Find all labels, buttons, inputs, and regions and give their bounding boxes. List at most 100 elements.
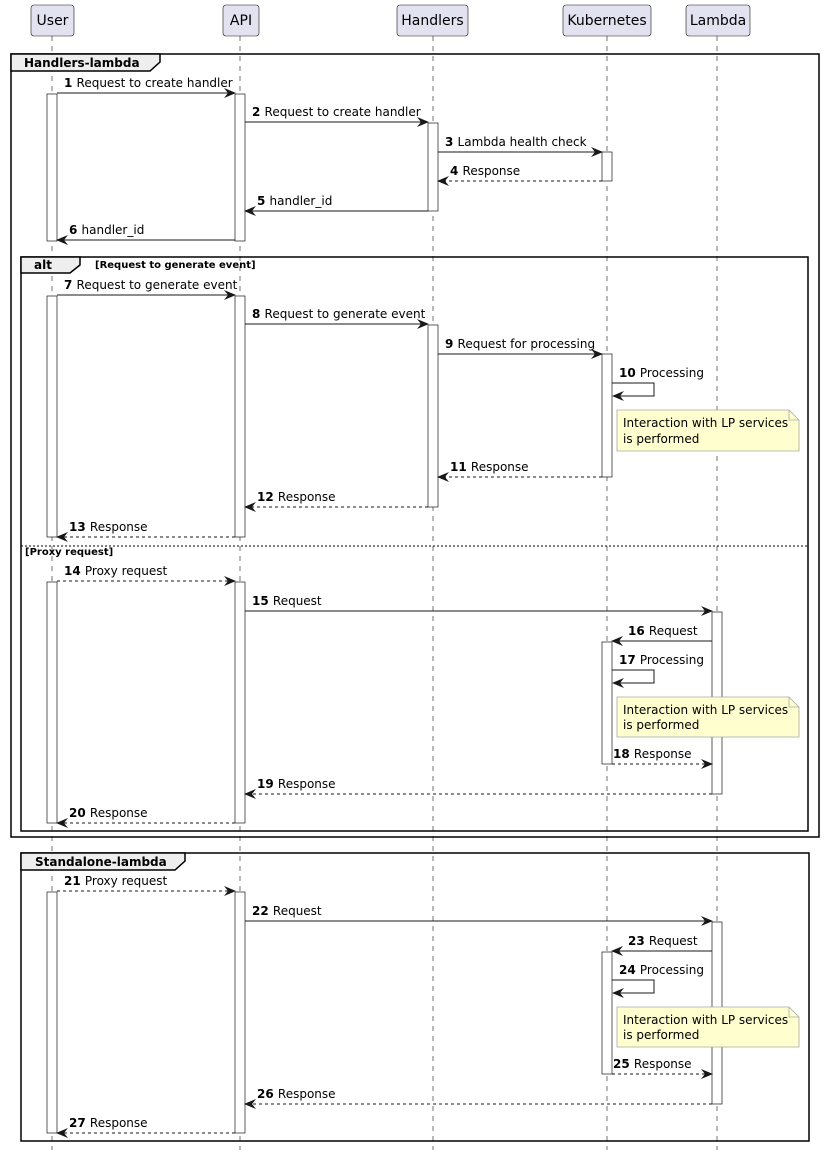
message-2: 2 Request to create handler [245,105,429,127]
note: Interaction with LP services is performe… [616,1006,800,1048]
message-label: 6 handler_id [69,223,144,237]
message-number: 14 [64,564,85,578]
message-text: Request [649,624,698,638]
message-arrow [612,669,655,688]
activation-user [46,93,58,242]
message-9: 9 Request for processing [438,337,603,359]
message-text: Request [273,594,322,608]
message-number: 15 [252,594,273,608]
message-3: 3 Lambda health check [438,135,603,157]
alt-guard-2: [Proxy request] [25,547,113,558]
activation-user [46,581,58,824]
message-1: 1 Request to create handler [57,76,236,98]
message-text: Lambda health check [458,135,587,149]
message-text: Response [471,460,529,474]
message-number: 25 [613,1057,634,1071]
message-number: 9 [445,337,458,351]
message-label: 16 Request [628,624,698,638]
message-number: 17 [619,653,640,667]
message-25: 25 Response [612,1057,713,1079]
message-label: 5 handler_id [257,194,332,208]
message-label: 23 Request [628,934,698,948]
message-26: 26 Response [244,1087,712,1109]
participant-handlers[interactable]: Handlers [396,4,469,37]
message-text: Response [278,777,336,791]
message-label: 20 Response [69,806,148,820]
message-6: 6 handler_id [56,223,235,245]
message-14: 14 Proxy request [57,564,236,586]
activation-kubernetes [601,151,613,182]
participant-api-label: API [230,13,252,29]
message-label: 10 Processing [619,366,704,380]
message-label: 13 Response [69,520,148,534]
message-label: 21 Proxy request [64,874,167,888]
activation-api [234,93,246,242]
message-text: Request [649,934,698,948]
message-label: 25 Response [613,1057,692,1071]
message-label: 1 Request to create handler [64,76,233,90]
note-line: is performed [623,718,699,732]
message-label: 3 Lambda health check [445,135,587,149]
message-label: 2 Request to create handler [252,105,421,119]
message-text: handler_id [270,194,333,208]
message-text: Request to create handler [265,105,421,119]
message-20: 20 Response [56,806,235,828]
note-line: Interaction with LP services [623,1013,788,1027]
message-text: Request to generate event [265,307,426,321]
message-label: 8 Request to generate event [252,307,426,321]
activation-api [234,891,246,1134]
message-number: 21 [64,874,85,888]
participant-api[interactable]: API [222,4,260,37]
message-24: 24 Processing [612,963,704,998]
message-text: Response [634,747,692,761]
participant-user[interactable]: User [30,4,75,37]
message-13: 13 Response [56,520,235,542]
notes: Interaction with LP services is performe… [616,409,800,1048]
frames: Handlers-lambda alt [Request to generate… [10,53,820,1142]
message-label: 19 Response [257,777,336,791]
message-12: 12 Response [244,490,428,512]
participant-kubernetes[interactable]: Kubernetes [562,4,652,37]
message-number: 16 [628,624,649,638]
participant-user-label: User [37,13,69,29]
message-number: 18 [613,747,634,761]
note-line: is performed [623,432,699,446]
message-21: 21 Proxy request [57,874,236,896]
message-text: Response [90,520,148,534]
message-number: 12 [257,490,278,504]
message-4: 4 Response [437,164,602,186]
message-label: 7 Request to generate event [64,278,238,292]
message-text: Response [278,490,336,504]
message-number: 22 [252,904,273,918]
message-text: Processing [640,653,704,667]
participant-handlers-label: Handlers [401,13,463,29]
message-11: 11 Response [437,460,602,482]
message-text: Request to create handler [77,76,233,90]
message-10: 10 Processing [612,366,704,401]
lifelines [51,36,718,1150]
note: Interaction with LP services is performe… [616,696,800,738]
message-18: 18 Response [612,747,713,769]
message-5: 5 handler_id [244,194,428,216]
message-label: 24 Processing [619,963,704,977]
message-number: 1 [64,76,77,90]
participants: User API Handlers Kubernetes Lambda [30,4,751,37]
activation-kubernetes [601,641,613,765]
frame-handlers-lambda: Handlers-lambda [10,53,820,838]
participant-kubernetes-label: Kubernetes [567,13,646,29]
message-number: 5 [257,194,270,208]
activation-handlers [427,122,439,212]
message-arrow [612,382,655,401]
activation-api [234,295,246,538]
note-line: Interaction with LP services [623,416,788,430]
participant-lambda-label: Lambda [690,13,746,29]
message-number: 24 [619,963,640,977]
message-text: Proxy request [85,564,168,578]
frame-handlers-lambda-title: Handlers-lambda [24,56,140,70]
message-number: 3 [445,135,458,149]
message-text: Request [273,904,322,918]
participant-lambda[interactable]: Lambda [685,4,751,37]
message-8: 8 Request to generate event [245,307,429,329]
